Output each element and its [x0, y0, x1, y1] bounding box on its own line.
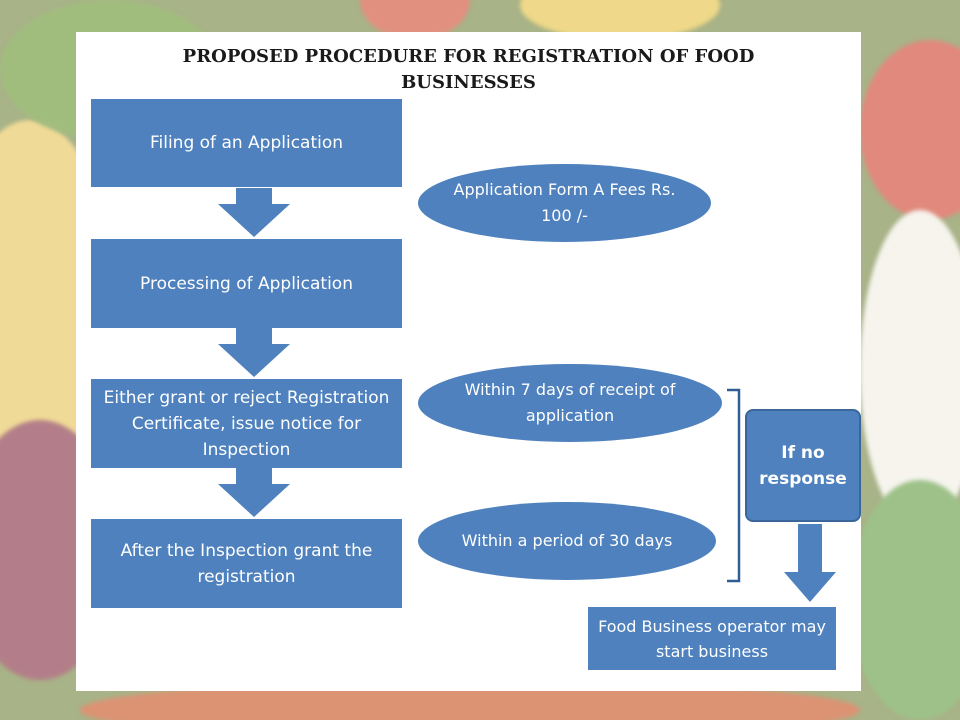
step-processing-application: Processing of Application [91, 239, 402, 328]
note-application-form: Application Form A Fees Rs. 100 /- [418, 164, 711, 242]
step-label: Either grant or reject Registration Cert… [103, 387, 390, 460]
note-within-30-days: Within a period of 30 days [418, 502, 716, 580]
down-arrow-3 [218, 468, 290, 517]
title-line-2: BUSINESSES [401, 72, 536, 93]
down-arrow-1 [218, 188, 290, 237]
outcome-label: Food Business operator may start busines… [598, 616, 826, 661]
outcome-start-business: Food Business operator may start busines… [588, 607, 836, 670]
step-label: After the Inspection grant the registrat… [120, 540, 373, 587]
no-response-label: If no response [759, 442, 847, 489]
title-line-1: PROPOSED PROCEDURE FOR REGISTRATION OF F… [182, 46, 755, 67]
step-label: Processing of Application [140, 273, 353, 294]
connectors [218, 188, 836, 602]
note-within-7-days: Within 7 days of receipt of application [418, 364, 722, 442]
slide-content: PROPOSED PROCEDURE FOR REGISTRATION OF F… [76, 32, 861, 691]
step-grant-or-reject: Either grant or reject Registration Cert… [91, 379, 402, 468]
slide-title: PROPOSED PROCEDURE FOR REGISTRATION OF F… [76, 44, 861, 96]
note-label: Within a period of 30 days [461, 531, 673, 550]
step-label: Filing of an Application [149, 133, 344, 153]
step-after-inspection: After the Inspection grant the registrat… [91, 519, 402, 608]
down-arrow-outcome [784, 524, 836, 602]
step-filing-application: Filing of an Application [91, 99, 402, 187]
if-no-response-box: If no response [745, 409, 861, 522]
note-label: Within 7 days of receipt of application [464, 380, 676, 425]
right-bracket [727, 388, 741, 583]
down-arrow-2 [218, 328, 290, 377]
note-label: Application Form A Fees Rs. 100 /- [453, 180, 676, 225]
